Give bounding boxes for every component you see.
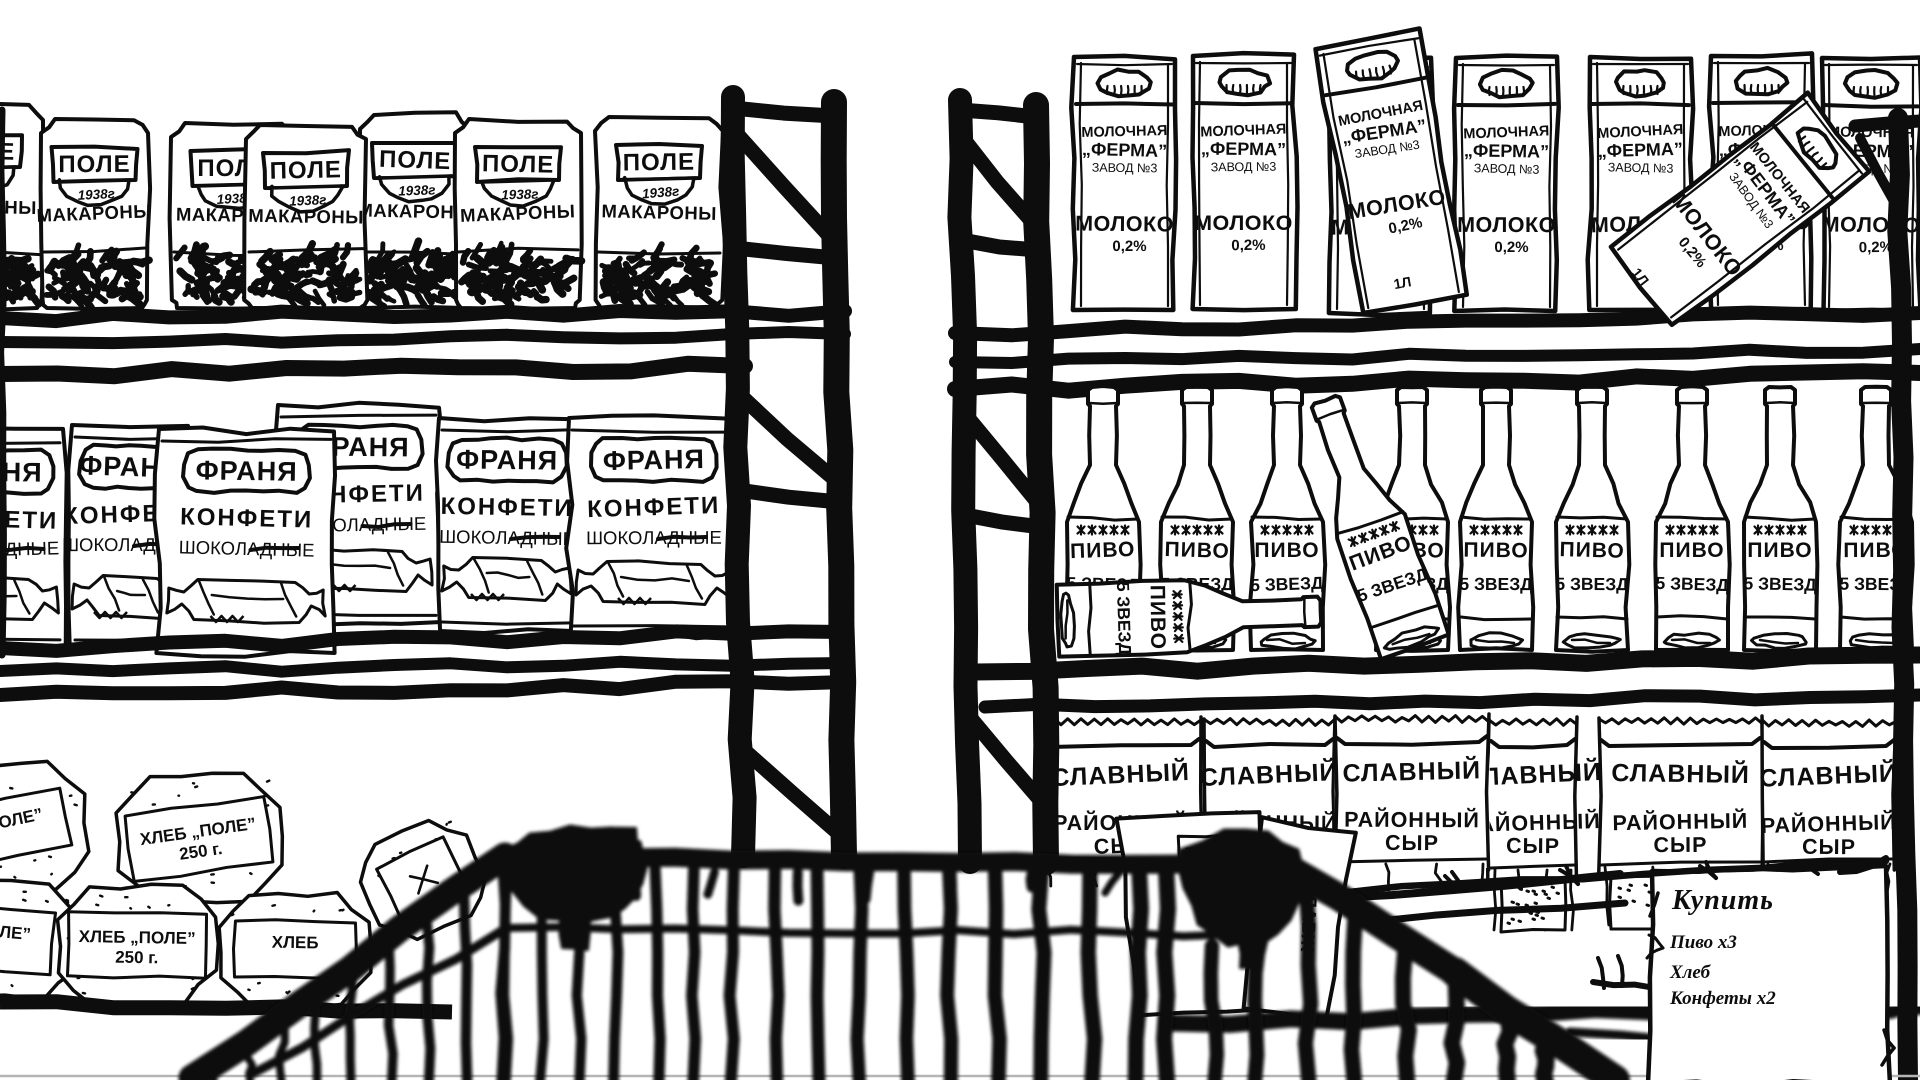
svg-text:ФРАНЯ: ФРАНЯ (0, 456, 43, 487)
svg-text:250 г.: 250 г. (115, 948, 159, 968)
svg-text:ПИВО: ПИВО (1164, 538, 1230, 563)
svg-text:0,2%: 0,2% (1112, 238, 1146, 255)
svg-text:5 ЗВЕЗД: 5 ЗВЕЗД (1555, 574, 1629, 594)
svg-text:1938г: 1938г (77, 186, 115, 203)
svg-text:МАКАРОНЫ: МАКАРОНЫ (36, 200, 152, 226)
svg-text:0,2%: 0,2% (1231, 237, 1265, 254)
svg-text:МОЛОКО: МОЛОКО (1457, 213, 1556, 237)
svg-text:1938г: 1938г (398, 182, 436, 198)
svg-text:1938г: 1938г (641, 184, 679, 202)
svg-text:ПОЛЕ: ПОЛЕ (379, 146, 452, 175)
svg-text:СЫР: СЫР (1653, 833, 1707, 857)
svg-text:0,2%: 0,2% (1387, 214, 1424, 237)
svg-text:ХЛЕБ „ПОЛЕ”: ХЛЕБ „ПОЛЕ” (79, 927, 196, 948)
svg-text:ЗАВОД №3: ЗАВОД №3 (1608, 160, 1674, 175)
svg-text:ЗАВОД №3: ЗАВОД №3 (1092, 161, 1158, 176)
svg-text:1Л: 1Л (1392, 273, 1412, 292)
svg-text:5 ЗВЕЗД: 5 ЗВЕЗД (1459, 574, 1533, 594)
svg-text:0,2%: 0,2% (1494, 239, 1528, 256)
svg-text:МАКАРОНЫ: МАКАРОНЫ (601, 200, 717, 224)
svg-text:КОНФЕТИ: КОНФЕТИ (587, 492, 721, 523)
svg-text:Купить: Купить (1671, 885, 1774, 916)
svg-text:РАЙОННЫЙ: РАЙОННЫЙ (1344, 807, 1480, 833)
svg-text:МАКАРОНЫ: МАКАРОНЫ (357, 199, 473, 222)
svg-text:СЛАВНЫЙ: СЛАВНЫЙ (1199, 756, 1339, 792)
svg-text:Пиво x3: Пиво x3 (1669, 932, 1737, 953)
svg-text:ПИВО: ПИВО (1463, 539, 1528, 563)
svg-text:„ФЕРМА”: „ФЕРМА” (1082, 139, 1168, 161)
svg-text:СЛАВНЫЙ: СЛАВНЫЙ (1611, 757, 1750, 789)
svg-text:СЛАВНЫЙ: СЛАВНЫЙ (1342, 754, 1481, 787)
svg-text:МОЛОКО: МОЛОКО (1075, 212, 1174, 237)
svg-text:СЫР: СЫР (1385, 831, 1439, 855)
svg-text:РАЙОННЫЙ: РАЙОННЫЙ (1612, 808, 1748, 836)
svg-text:ПОЛЕ: ПОЛЕ (58, 151, 130, 178)
svg-text:ПИВО: ПИВО (1843, 539, 1908, 562)
svg-text:МАКАРОНЫ: МАКАРОНЫ (0, 195, 37, 218)
svg-text:„ФЕРМА”: „ФЕРМА” (1464, 140, 1549, 161)
svg-text:РАЙОННЫЙ: РАЙОННЫЙ (1761, 809, 1897, 838)
svg-text:5 ЗВЕЗД: 5 ЗВЕЗД (1743, 573, 1817, 595)
svg-text:ПИВО: ПИВО (1559, 538, 1625, 563)
svg-text:5 ЗВЕЗД: 5 ЗВЕЗД (1113, 581, 1135, 655)
svg-text:КОНФЕТИ: КОНФЕТИ (0, 504, 59, 535)
svg-text:1938г: 1938г (501, 187, 539, 203)
svg-text:ЗАВОД №3: ЗАВОД №3 (1211, 160, 1277, 175)
svg-text:МОЛОЧНАЯ: МОЛОЧНАЯ (1081, 123, 1167, 141)
svg-text:ПОЛЕ: ПОЛЕ (482, 150, 555, 178)
svg-text:Конфеты x2: Конфеты x2 (1669, 988, 1776, 1009)
svg-text:5 ЗВЕЗД: 5 ЗВЕЗД (1250, 573, 1324, 596)
svg-text:„ФЕРМА”: „ФЕРМА” (1201, 138, 1286, 159)
svg-text:МАКАРОНЫ: МАКАРОНЫ (460, 200, 576, 226)
svg-text:ШОКОЛАДНЫЕ: ШОКОЛАДНЫЕ (586, 527, 722, 549)
svg-text:ПОЛЕ: ПОЛЕ (623, 149, 695, 177)
svg-text:ПИВО: ПИВО (1070, 538, 1136, 563)
svg-text:Хлеб: Хлеб (1669, 962, 1712, 983)
svg-text:МОЛОЧНАЯ: МОЛОЧНАЯ (1200, 121, 1287, 140)
svg-text:5 ЗВЕЗД: 5 ЗВЕЗД (1655, 573, 1729, 595)
svg-text:МОЛОЧНАЯ: МОЛОЧНАЯ (1463, 123, 1550, 142)
svg-text:МАКАРОНЫ: МАКАРОНЫ (248, 205, 364, 228)
svg-text:ПИВО: ПИВО (1659, 539, 1724, 562)
svg-text:КОНФЕТИ: КОНФЕТИ (440, 493, 574, 522)
svg-text:МОЛОЧНАЯ: МОЛОЧНАЯ (1597, 122, 1684, 142)
svg-text:„ФЕРМА”: „ФЕРМА” (1598, 139, 1684, 161)
svg-text:ХЛЕБ: ХЛЕБ (272, 933, 319, 953)
svg-text:ПИВО: ПИВО (1254, 539, 1319, 562)
svg-text:ФРАНЯ: ФРАНЯ (195, 455, 298, 487)
svg-text:СЫР: СЫР (1506, 834, 1560, 859)
svg-text:ФРАНЯ: ФРАНЯ (603, 444, 706, 476)
svg-text:ПИВО: ПИВО (1146, 585, 1170, 650)
svg-text:СЛАВНЫЙ: СЛАВНЫЙ (1759, 757, 1899, 793)
svg-text:СЫР: СЫР (1802, 835, 1856, 859)
svg-text:0,2%: 0,2% (1859, 239, 1894, 257)
svg-text:ПОЛЕ: ПОЛЕ (269, 156, 342, 185)
svg-text:КОНФЕТИ: КОНФЕТИ (180, 503, 314, 533)
svg-text:ЗАВОД №3: ЗАВОД №3 (1474, 161, 1540, 176)
svg-text:ФРАНЯ: ФРАНЯ (456, 444, 558, 475)
svg-text:1938г: 1938г (289, 192, 327, 209)
svg-text:ПИВО: ПИВО (1747, 539, 1812, 562)
svg-text:МОЛОКО: МОЛОКО (1194, 211, 1293, 235)
svg-text:ШОКОЛАДНЫЕ: ШОКОЛАДНЫЕ (439, 526, 575, 549)
svg-text:ОЛЕ”: ОЛЕ” (0, 921, 32, 944)
